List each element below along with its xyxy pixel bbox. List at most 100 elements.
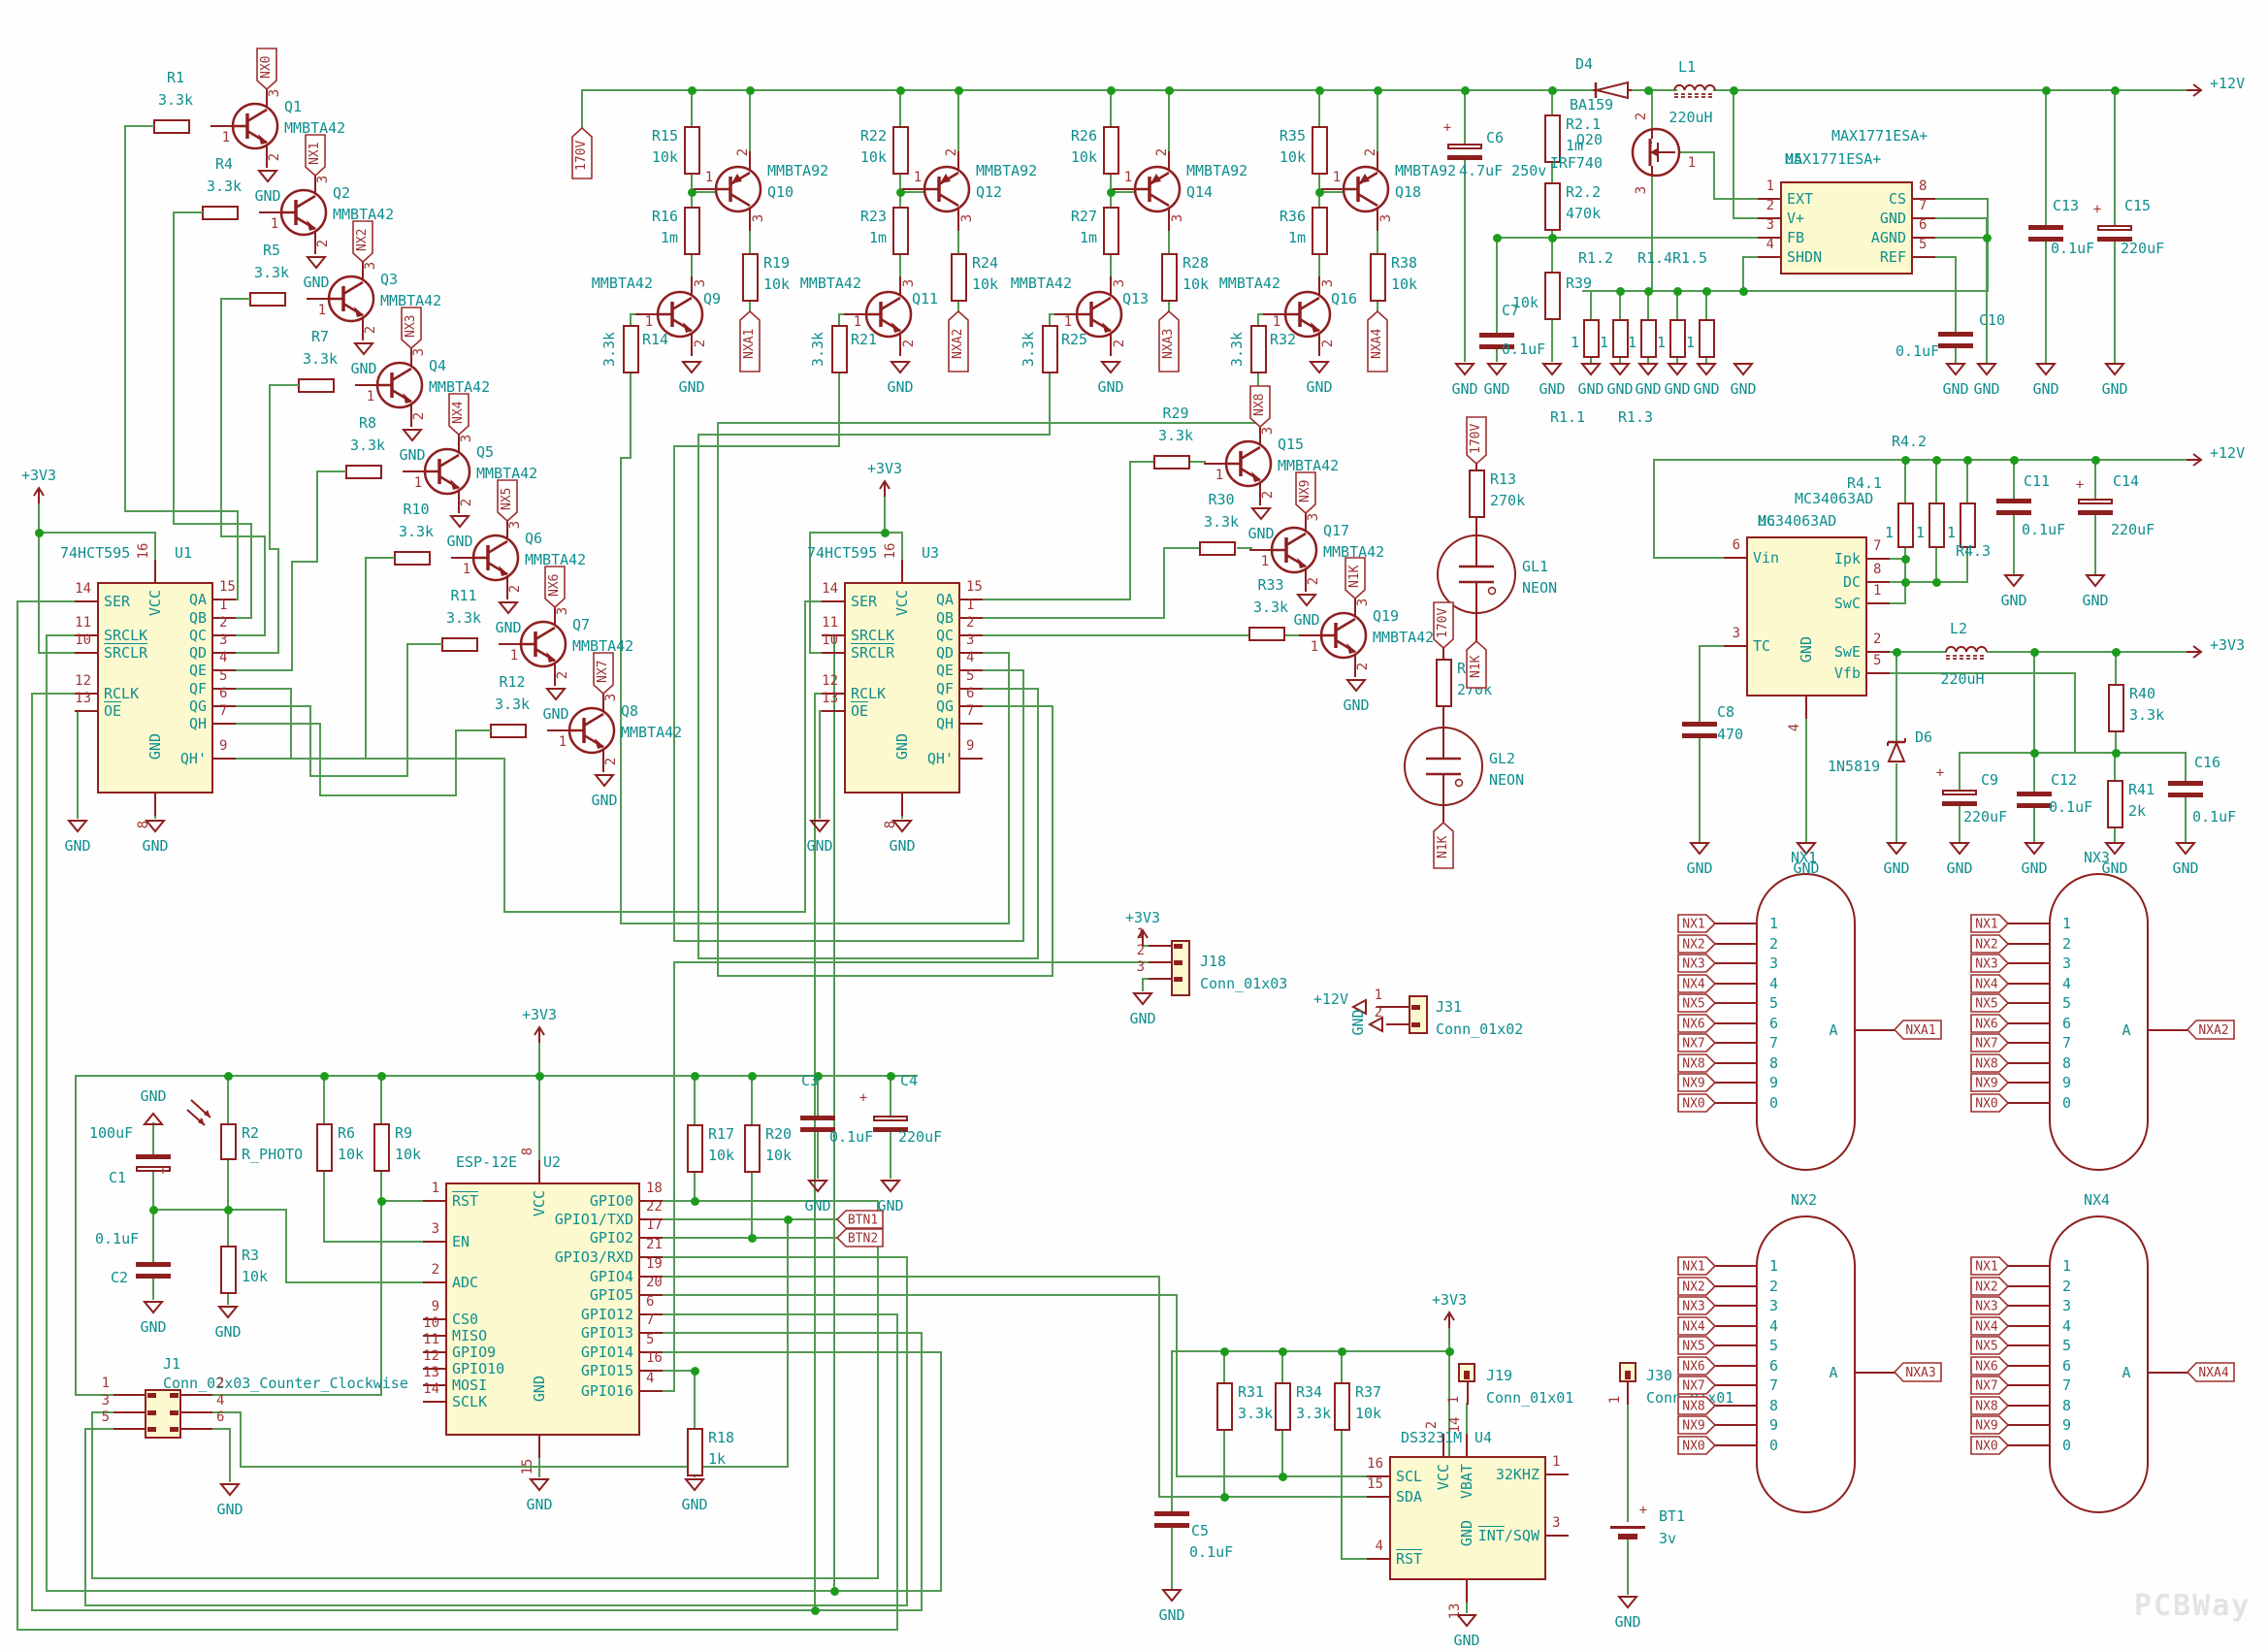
wire: [1377, 211, 1378, 254]
wire: [890, 1131, 891, 1179]
text-label: 1: [913, 170, 923, 185]
text-label: R19: [763, 254, 791, 272]
ic-part: ESP-12E: [456, 1153, 518, 1171]
wire: [749, 211, 751, 254]
text-label: 2: [1766, 198, 1774, 213]
wire: [503, 911, 806, 913]
tube-net-label: NX0: [1970, 1435, 2010, 1455]
wire: [154, 793, 156, 816]
gnd-flag: [1249, 507, 1273, 521]
wire: [1551, 319, 1553, 362]
wire: [1305, 512, 1307, 531]
wire: [2007, 1265, 2050, 1267]
gnd-label: GND: [399, 446, 426, 464]
wire: [1959, 752, 2187, 754]
wire: [1714, 1002, 1757, 1004]
text-label: 0.1uF: [2192, 808, 2237, 826]
wire: [1367, 1558, 1390, 1560]
junction-dot: [1106, 187, 1116, 197]
wire: [1758, 237, 1781, 239]
wire: [691, 89, 693, 127]
text-label: MMBTA42: [1218, 275, 1280, 292]
ic-pin-U3-SRCLR: SRCLR: [851, 644, 895, 662]
tube-pin-digit: 3: [2062, 955, 2072, 972]
connector-pad: [1411, 1022, 1420, 1027]
ic-pin-U2-VCC: VCC: [531, 1190, 548, 1217]
wire: [1163, 547, 1202, 549]
text-label: 220uH: [1669, 109, 1713, 126]
text-label: 3.3k: [157, 91, 194, 109]
inductor-L2: [1945, 645, 1988, 660]
text-label: L2: [1949, 620, 1968, 637]
wire: [1705, 357, 1707, 364]
gnd-flag: [2023, 842, 2046, 856]
text-label: 1m: [1079, 229, 1097, 246]
wire: [639, 1390, 663, 1392]
text-label: R22: [859, 127, 887, 145]
ic-U6: [1746, 536, 1867, 696]
wire: [1442, 804, 1444, 824]
text-label: R28: [1183, 254, 1210, 272]
wire: [899, 191, 925, 193]
tube-anode: A: [2122, 1364, 2131, 1381]
ic-part: MAX1771ESA+: [1831, 127, 1928, 145]
ic-pin-U3-QA: QA: [935, 591, 954, 608]
tube-pin-digit: 5: [1769, 1337, 1779, 1354]
text-label: 3.3k: [1203, 513, 1240, 531]
wire: [113, 1428, 146, 1430]
text-label: R_PHOTO: [242, 1146, 304, 1163]
text-label: Q12: [976, 183, 1003, 201]
wire: [1699, 645, 1726, 647]
text-label: 10k: [1391, 275, 1418, 293]
text-label: R35: [1279, 127, 1306, 145]
text-label: MMBTA42: [621, 724, 683, 741]
resistor-R18: [687, 1428, 703, 1476]
ic-pin-U6-Vin: Vin: [1753, 549, 1780, 567]
wire: [2115, 731, 2117, 754]
text-label: 3.3k: [1296, 1405, 1332, 1422]
text-label: 2: [1306, 576, 1321, 586]
resistor-: [1897, 502, 1914, 548]
wire: [2115, 651, 2117, 685]
junction-dot: [1547, 85, 1557, 95]
text-label: 1: [1374, 988, 1382, 1003]
svg-text:NX2: NX2: [1975, 937, 1997, 952]
junction-dot: [1672, 286, 1682, 296]
text-label: 220uF: [898, 1128, 943, 1146]
wire: [1933, 256, 1957, 258]
ic-part: MC34063AD: [1795, 490, 1874, 507]
capacitor-C2: [136, 1274, 171, 1279]
resistor-R32: [1250, 325, 1267, 373]
wire: [639, 1332, 663, 1334]
gnd-label: GND: [1606, 380, 1634, 398]
wire: [906, 1256, 908, 1606]
text-label: 1: [1310, 639, 1319, 655]
text-label: 3: [101, 1393, 110, 1409]
text-label: 3: [1306, 512, 1321, 522]
capacitor-C3: [800, 1127, 835, 1132]
wire: [661, 1370, 696, 1372]
text-label: 6: [216, 1409, 225, 1425]
gnd-flag: [1295, 594, 1318, 607]
power-label: +3V3: [2210, 636, 2246, 654]
svg-text:NXA2: NXA2: [2198, 1023, 2228, 1038]
text-label: R24: [972, 254, 999, 272]
wire: [234, 634, 266, 636]
wire: [1627, 1539, 1629, 1595]
wire: [661, 1276, 1160, 1278]
gnd-flag: [66, 820, 89, 833]
junction-dot: [813, 1071, 823, 1081]
wire: [1912, 256, 1935, 258]
gnd-label: GND: [877, 1197, 904, 1215]
capacitor-C9: [1942, 801, 1977, 806]
ic-pin-U3-QD: QD: [935, 644, 954, 662]
ic-pin-U6-GND: GND: [1798, 636, 1815, 664]
wire: [1318, 191, 1345, 193]
tube-pin-digit: 2: [1769, 1277, 1779, 1295]
wire: [1987, 198, 1989, 292]
junction-dot: [1278, 1472, 1287, 1481]
text-label: 14: [423, 1381, 439, 1397]
gnd-flag: [2174, 842, 2197, 856]
text-label: 1: [413, 475, 423, 491]
text-label: C11: [2024, 472, 2051, 490]
